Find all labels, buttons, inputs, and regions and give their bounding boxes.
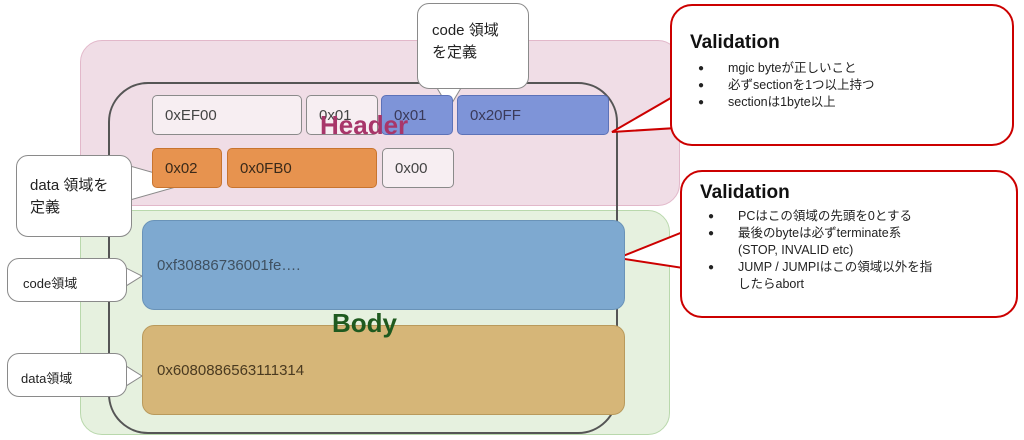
data-define-line-2: 定義 (30, 199, 61, 216)
body-validation-item-text: したらabort (738, 277, 804, 291)
body-validation-title: Validation (700, 182, 790, 203)
data-region-callout: data領域 (7, 353, 127, 397)
version-field: 0x01 (306, 95, 378, 135)
data-size-field: 0x0FB0 (227, 148, 377, 188)
code-section-kind-field: 0x01 (381, 95, 453, 135)
data-region-callout-tail (125, 365, 143, 387)
header-validation-title: Validation (690, 32, 780, 53)
body-validation-callout: Validation PCはこの領域の先頭を0とする 最後のbyteは必ずter… (680, 170, 1018, 318)
terminator-field: 0x00 (382, 148, 454, 188)
header-label: Header (320, 110, 409, 140)
body-validation-item-text: 最後のbyteは必ずterminate系 (738, 226, 902, 240)
header-validation-list: mgic byteが正しいこと 必ずsectionを1つ以上持つ section… (690, 60, 1012, 111)
body-validation-item-text: PCはこの領域の先頭を0とする (738, 209, 912, 223)
header-validation-item: 必ずsectionを1つ以上持つ (690, 77, 1012, 94)
code-define-line-2: を定義 (432, 44, 478, 61)
code-segment: 0xf30886736001fe…. (142, 220, 625, 310)
body-label: Body (332, 308, 397, 338)
validation-header-callout-tail (611, 93, 677, 133)
data-segment: 0x6080886563111314 (142, 325, 625, 415)
code-region-callout: code領域 (7, 258, 127, 302)
code-region-callout-tail (125, 267, 144, 287)
code-define-line-1: code 領域 (432, 22, 499, 39)
data-define-callout: data 領域を 定義 (16, 155, 132, 237)
body-validation-item: 最後のbyteは必ずterminate系 (STOP, INVALID etc) (700, 225, 1016, 259)
data-section-kind-field: 0x02 (152, 148, 222, 188)
body-validation-item-text: (STOP, INVALID etc) (738, 243, 854, 257)
data-define-line-1: data 領域を (30, 177, 109, 194)
body-validation-list: PCはこの領域の先頭を0とする 最後のbyteは必ずterminate系 (STO… (700, 208, 1016, 293)
header-validation-item: mgic byteが正しいこと (690, 60, 1012, 77)
body-validation-item: PCはこの領域の先頭を0とする (700, 208, 1016, 225)
body-validation-item-text: JUMP / JUMPIはこの領域以外を指 (738, 260, 933, 274)
header-validation-item: sectionは1byte以上 (690, 94, 1012, 111)
magic-field: 0xEF00 (152, 95, 302, 135)
header-validation-callout: Validation mgic byteが正しいこと 必ずsectionを1つ以… (670, 4, 1014, 146)
code-define-callout: code 領域 を定義 (417, 3, 529, 89)
code-size-field: 0x20FF (457, 95, 609, 135)
validation-body-callout-tail (614, 230, 684, 270)
